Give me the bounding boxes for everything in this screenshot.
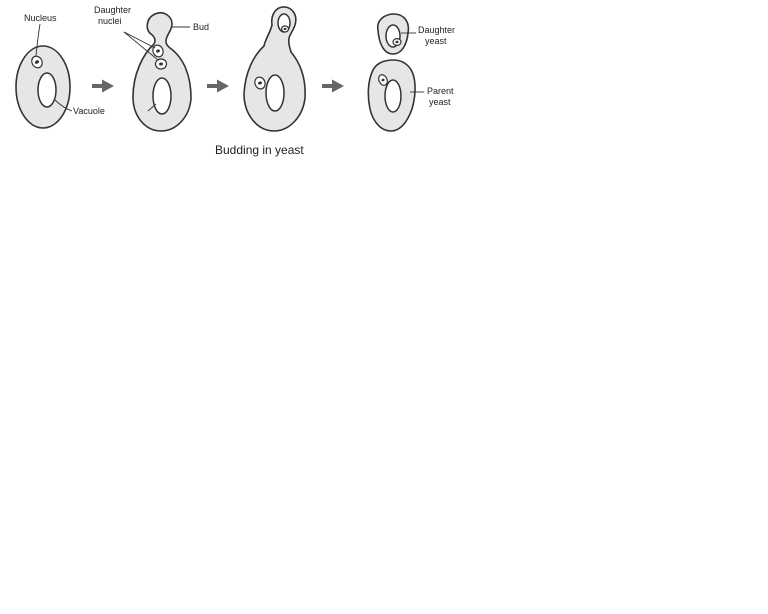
- leader-lines: [35, 23, 424, 112]
- leader-daughter-nuclei-lower: [123, 31, 159, 61]
- label-nucleus: Nucleus: [24, 13, 57, 23]
- stage-2-nucleus-dot-upper: [156, 49, 160, 53]
- stage-4-parent-yeast: [367, 59, 416, 132]
- stage-2-budding-cell: [132, 11, 192, 132]
- leader-daughter-nuclei-upper: [123, 31, 156, 49]
- stage-3-bud-nucleus-dot: [283, 27, 287, 31]
- label-parent-yeast-line1: Parent: [427, 86, 454, 96]
- stage-3-vacuole: [265, 74, 285, 112]
- label-parent-yeast-line2: yeast: [429, 97, 451, 107]
- diagram-caption: Budding in yeast: [215, 143, 304, 157]
- arrow-right-icon: [92, 79, 114, 93]
- label-daughter-nuclei-line2: nuclei: [98, 16, 122, 26]
- parent-yeast-vacuole: [384, 79, 402, 113]
- stage-4-daughter-yeast: [376, 13, 410, 55]
- stage-2-cell-with-bud: [132, 11, 192, 132]
- stage-3-nucleus-dot: [258, 81, 262, 85]
- stage-2-nucleus-dot-lower: [159, 62, 163, 66]
- label-bud: Bud: [193, 22, 209, 32]
- leader-vacuole: [53, 98, 73, 112]
- stage-3-cell-with-bud: [243, 6, 306, 132]
- leader-vacuole-stage-2: [147, 103, 157, 112]
- arrow-right-icon: [322, 79, 344, 93]
- label-daughter-yeast-line2: yeast: [425, 36, 447, 46]
- stage-1-yeast-cell: [15, 45, 71, 129]
- leader-nucleus: [35, 23, 41, 57]
- arrow-right-icon: [207, 79, 229, 93]
- label-vacuole: Vacuole: [73, 106, 105, 116]
- stage-1-nucleus-dot: [34, 60, 40, 64]
- daughter-yeast-nucleus-dot: [395, 40, 399, 44]
- stage-1-vacuole: [37, 72, 57, 108]
- stage-3-budding-cell: [243, 6, 306, 132]
- label-daughter-yeast-line1: Daughter: [418, 25, 455, 35]
- label-daughter-nuclei-line1: Daughter: [94, 5, 131, 15]
- stage-2-vacuole: [152, 77, 172, 115]
- parent-yeast-nucleus-dot: [381, 78, 385, 82]
